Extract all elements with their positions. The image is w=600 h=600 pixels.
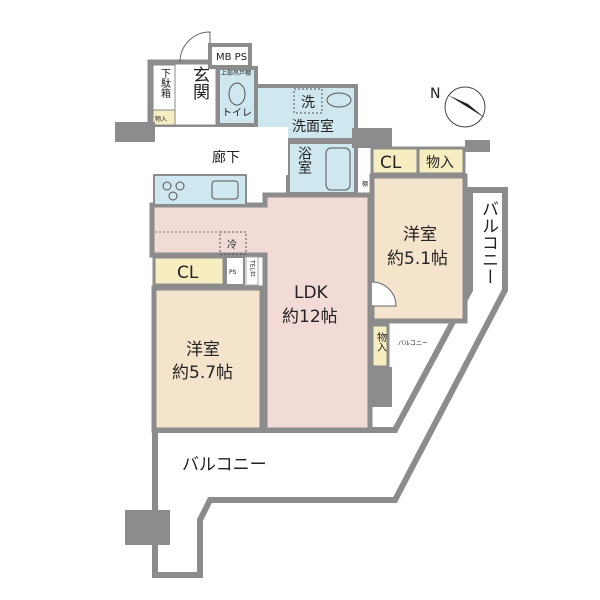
balcony-small-label: バルコニー [398,340,428,347]
stove-burner-icon [168,191,178,201]
bathtub-icon [325,147,351,191]
closet-left-label: CL [177,263,199,283]
washer-label: 洗 [301,95,315,111]
sink-icon [326,92,352,108]
front-door-swing [179,31,211,63]
ldk-size: 約12帖 [282,307,338,327]
ldk-floor [149,192,373,433]
ldk-label: LDK [294,283,329,303]
fridge-label: 冷 [227,238,237,251]
storage-right-label: 物入 [426,155,454,171]
closet-left [152,255,226,287]
fridge-space [219,231,247,255]
bedroom-right-door-swing [371,281,397,307]
bedroom-left-size: 約5.7帖 [172,363,233,383]
entrance-label: 玄関 [189,66,209,100]
mb-ps-label: MB PS [216,52,247,63]
bedroom-left-label: 洋室 [186,340,220,360]
compass-needle-icon [448,95,485,118]
storage-small-label: 物入 [375,331,387,352]
ps-box [225,256,245,286]
svg-text:N: N [430,86,440,102]
toilet-label: トイレ [222,108,252,119]
tel-stand [245,256,259,286]
entrance-storage [152,109,176,126]
tel-label: TEL台 [249,259,256,278]
entrance-storage-label: 物入 [155,115,167,123]
bedroom-right-size: 約5.1帖 [387,249,448,269]
compass: N [430,86,486,128]
stove-burner-icon [162,181,172,191]
balcony-right-label: バルコニー [478,200,498,285]
hallway [152,127,288,175]
bedroom-left [151,285,265,433]
toilet-bowl-icon [228,82,246,106]
shelf-label: 棚 [362,180,368,188]
shoe-box-label: 下駄箱 [159,68,171,99]
toilet-cabinet-label: 上部吊戸棚 [221,69,251,77]
kitchen-sink-icon [211,180,239,200]
kitchen-counter [153,174,247,206]
stove-burner-icon [175,181,185,191]
storage-right [416,146,466,176]
bedroom-right-label: 洋室 [403,225,437,245]
hallway-label: 廊下 [212,149,240,166]
bath-label: 浴室 [296,146,312,174]
closet-right-label: CL [380,153,402,173]
balcony-bottom-label: バルコニー [182,455,267,475]
washer-pan [293,88,323,114]
ps-label: PS [229,269,237,276]
washroom-label: 洗面室 [292,118,334,135]
